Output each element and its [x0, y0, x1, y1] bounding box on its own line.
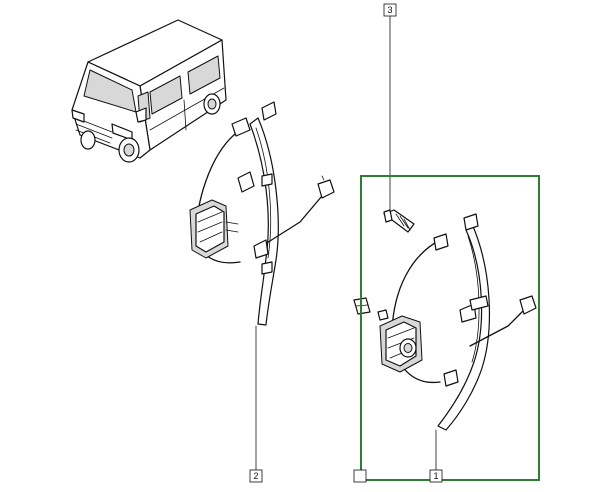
- callout-2-label: 2: [253, 471, 258, 481]
- van-icon: [71, 19, 227, 163]
- blank-callout-box: [353, 469, 367, 483]
- callout-3[interactable]: 3: [383, 3, 397, 17]
- callout-2[interactable]: 2: [249, 469, 263, 483]
- bolt-icon: [383, 209, 415, 233]
- selection-frame[interactable]: [360, 175, 540, 481]
- window-regulator-center: [189, 101, 335, 326]
- window-regulator-right[interactable]: [379, 213, 537, 431]
- callout-1[interactable]: 1: [429, 469, 443, 483]
- callout-3-label: 3: [387, 5, 392, 15]
- callout-1-label: 1: [433, 471, 438, 481]
- clip-icon: [353, 297, 389, 321]
